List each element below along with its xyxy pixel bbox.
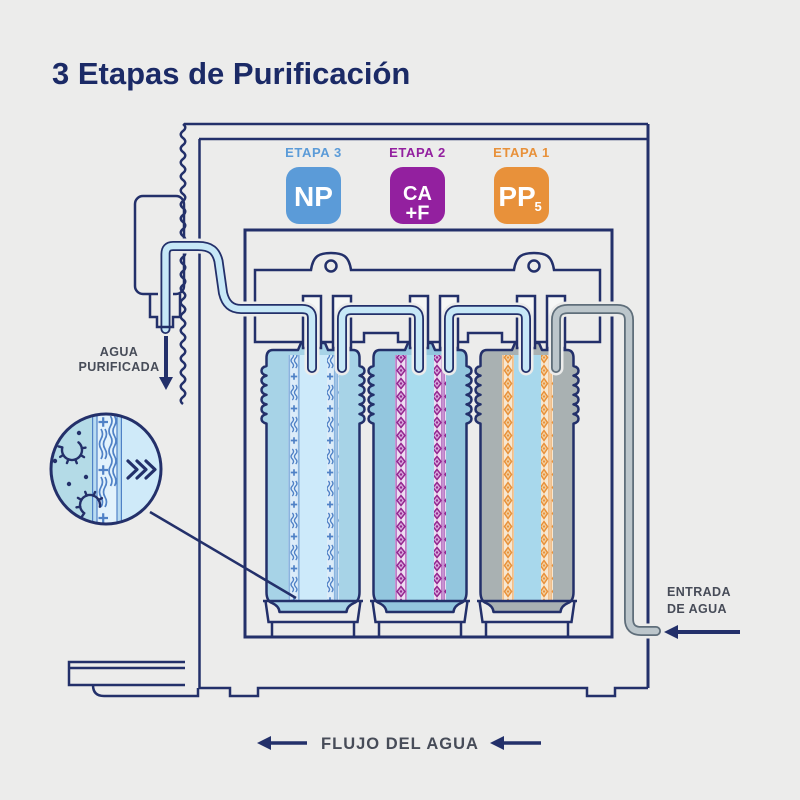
filter-caf-membrane-left xyxy=(395,355,407,601)
machine-base xyxy=(91,684,200,698)
stage1-badge-code-sub: 5 xyxy=(535,199,542,214)
stage2-badge xyxy=(390,167,445,224)
water-flow-arrow-right-icon xyxy=(490,736,541,750)
purified-water-label-line2: PURIFICADA xyxy=(78,360,159,374)
magnifier-circle xyxy=(49,412,163,526)
filter-np-stage3 xyxy=(260,294,366,636)
stage2-label: ETAPA 2 xyxy=(389,145,446,160)
water-flow-arrow-left-icon xyxy=(257,736,307,750)
purified-water-arrow-icon xyxy=(159,336,173,390)
microbes xyxy=(57,441,104,518)
stage3-label: ETAPA 3 xyxy=(285,145,342,160)
machine-left-wavy-edge xyxy=(179,123,187,405)
stage3-badge-code: NP xyxy=(294,181,333,212)
water-flow-label: FLUJO DEL AGUA xyxy=(321,735,479,753)
purified-water-label-line1: AGUA xyxy=(100,345,138,359)
drip-tray xyxy=(67,660,185,687)
machine-bottom-and-feet xyxy=(199,686,648,698)
filter-np-cup xyxy=(263,599,363,636)
stage2-badge-code-bottom: +F xyxy=(406,203,430,225)
filter-caf-membrane-right xyxy=(434,355,446,601)
inlet-label-line1: ENTRADA xyxy=(667,585,731,599)
filter-caf-core xyxy=(407,355,434,601)
stage1-label: ETAPA 1 xyxy=(493,145,550,160)
spout-nozzle xyxy=(148,294,182,329)
tube-spout xyxy=(158,238,320,376)
stage3-badge xyxy=(286,167,341,224)
tube-inlet xyxy=(548,301,664,639)
bracket-screw-hole-left xyxy=(324,259,338,273)
stage1-badge xyxy=(494,167,549,224)
tube-pp-to-caf xyxy=(441,302,534,376)
membrane-magnifier xyxy=(49,412,163,526)
filter-np-membrane-right xyxy=(327,355,339,601)
filter-pp-membrane-right xyxy=(541,355,553,601)
filter-np-membrane-left xyxy=(288,355,300,601)
annotations: AGUA PURIFICADA ENTRADA DE AGUA FLUJO DE… xyxy=(78,336,740,753)
stage-badges: ETAPA 3 NP ETAPA 2 CA +F ETAPA 1 PP 5 xyxy=(285,145,550,225)
filter-pp-stage1 xyxy=(474,294,580,636)
stage2-badge-code-top: CA xyxy=(403,183,432,205)
flow-chevrons-icon xyxy=(126,459,157,480)
magnifier-pointer-line xyxy=(149,510,297,600)
filter-np-core xyxy=(300,355,327,601)
filter-compartment xyxy=(243,228,614,639)
magnifier-membrane xyxy=(92,414,122,524)
mounting-bracket xyxy=(253,251,602,344)
filter-pp-cup xyxy=(477,599,577,636)
filter-pp-core xyxy=(514,355,541,601)
stage1-badge-code: PP xyxy=(498,181,535,212)
filter-caf-cup xyxy=(370,599,470,636)
inlet-label-line2: DE AGUA xyxy=(667,602,727,616)
bracket-screw-hole-right xyxy=(527,259,541,273)
tubing xyxy=(158,238,664,639)
inlet-arrow-icon xyxy=(664,625,740,639)
filter-pp-membrane-left xyxy=(502,355,514,601)
tube-caf-to-np xyxy=(334,302,427,376)
page-title: 3 Etapas de Purificación xyxy=(52,56,410,91)
